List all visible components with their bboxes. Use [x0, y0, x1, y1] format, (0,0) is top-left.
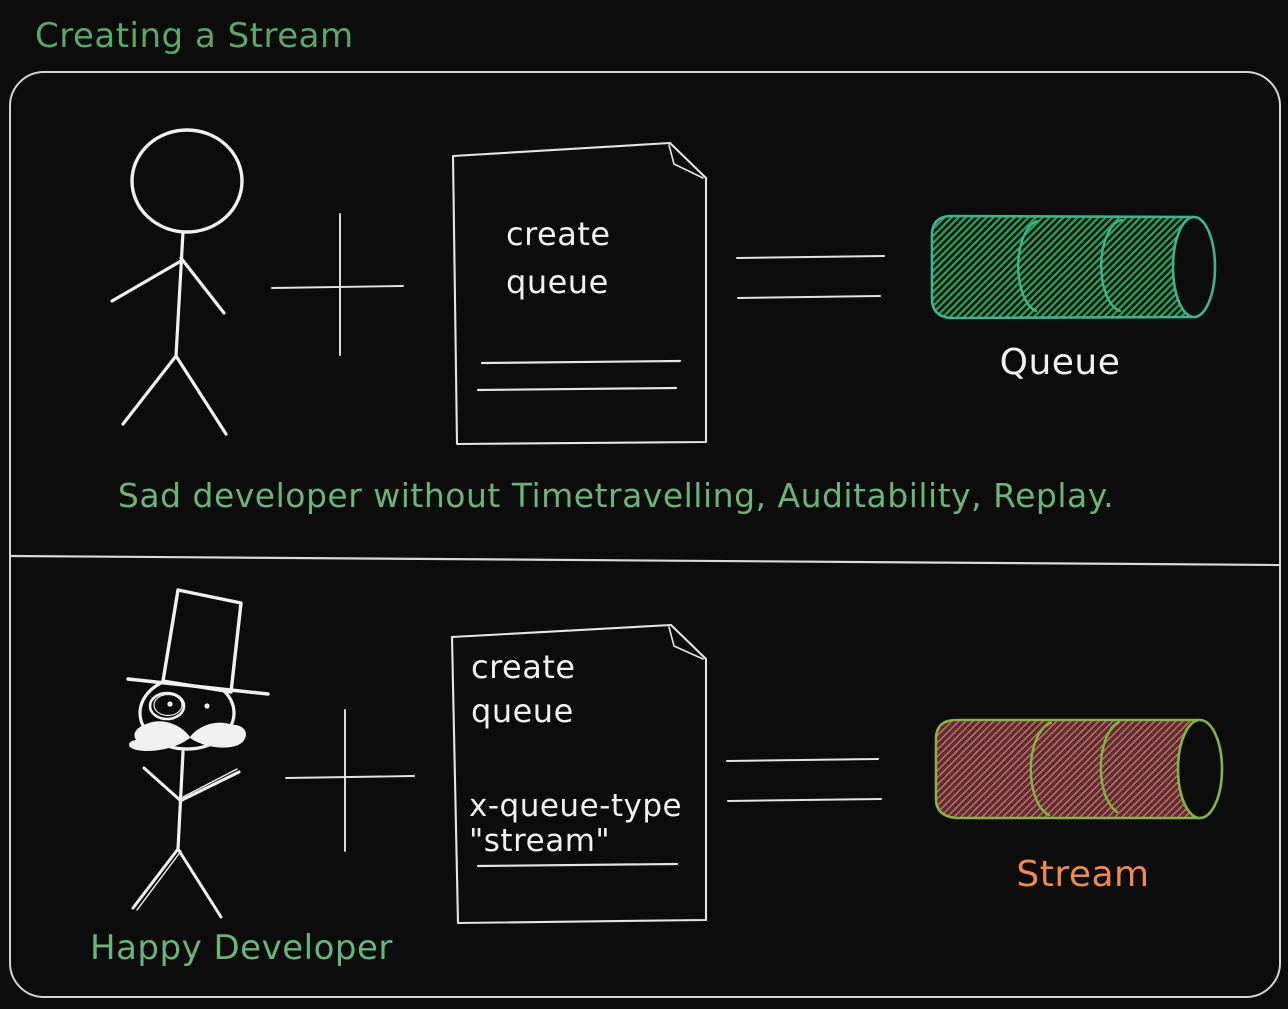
document-text-line1: create — [471, 648, 576, 686]
document-text-line2: queue — [506, 263, 609, 301]
figure-leg-left — [131, 847, 180, 910]
plus-icon-bottom — [285, 709, 415, 852]
diagram-title: Creating a Stream — [35, 16, 354, 56]
stream-spec-document: create queue x-queue-type "stream" — [450, 623, 708, 925]
bottom-caption: Happy Developer — [90, 928, 393, 968]
mustache-icon — [129, 721, 247, 752]
top-hat-icon — [161, 588, 243, 694]
panel-divider — [9, 554, 1281, 567]
spec-document: create queue — [451, 141, 708, 446]
figure-arm-right-stroke2 — [182, 768, 238, 798]
monocle-icon — [148, 691, 186, 721]
stream-cylinder-divider-1 — [1029, 721, 1053, 817]
figure-leg-left-stroke2 — [136, 850, 182, 911]
happy-developer-figure — [126, 588, 270, 919]
queue-cylinder-divider-1 — [1017, 219, 1039, 313]
document-rule-1 — [480, 359, 682, 365]
document-text-line4: "stream" — [469, 823, 610, 859]
stream-cylinder-divider-2 — [1099, 720, 1121, 814]
eye-right — [204, 703, 210, 709]
document-fold — [668, 626, 704, 660]
document-outline — [450, 623, 708, 925]
figure-head — [130, 128, 244, 234]
stream-cylinder — [934, 718, 1224, 820]
figure-arm-left — [110, 259, 183, 303]
queue-cylinder-body — [930, 214, 1213, 320]
diagram-frame — [9, 71, 1281, 998]
figure-arm-right — [180, 770, 241, 802]
queue-label: Queue — [1000, 342, 1121, 383]
equals-icon — [736, 255, 885, 299]
document-fold — [668, 144, 704, 179]
document-text-line2: queue — [471, 692, 574, 730]
queue-cylinder — [930, 214, 1217, 320]
figure-arm-left — [142, 766, 183, 803]
document-text-line1: create — [506, 215, 611, 253]
document-outline — [451, 141, 708, 446]
document-rule-1 — [476, 862, 679, 868]
figure-body — [174, 230, 185, 358]
figure-leg-right — [176, 847, 223, 919]
equals-icon-bottom — [726, 758, 882, 802]
stream-cylinder-body — [934, 718, 1219, 820]
queue-cylinder-divider-2 — [1100, 218, 1124, 313]
eye-left — [167, 701, 173, 707]
stream-label: Stream — [1016, 854, 1149, 895]
document-rule-2 — [476, 386, 678, 392]
plus-icon — [271, 213, 404, 356]
queue-cylinder-open-end — [1171, 215, 1217, 319]
sad-developer-figure — [110, 128, 244, 436]
monocle-inner-ring — [153, 693, 183, 717]
figure-leg-left — [121, 354, 178, 426]
figure-leg-right — [174, 354, 228, 436]
top-caption: Sad developer without Timetravelling, Au… — [118, 476, 1114, 515]
document-text-line3: x-queue-type — [469, 788, 682, 824]
stream-cylinder-open-end — [1176, 718, 1224, 820]
hat-brim — [126, 677, 270, 696]
figure-arm-right — [179, 256, 226, 315]
